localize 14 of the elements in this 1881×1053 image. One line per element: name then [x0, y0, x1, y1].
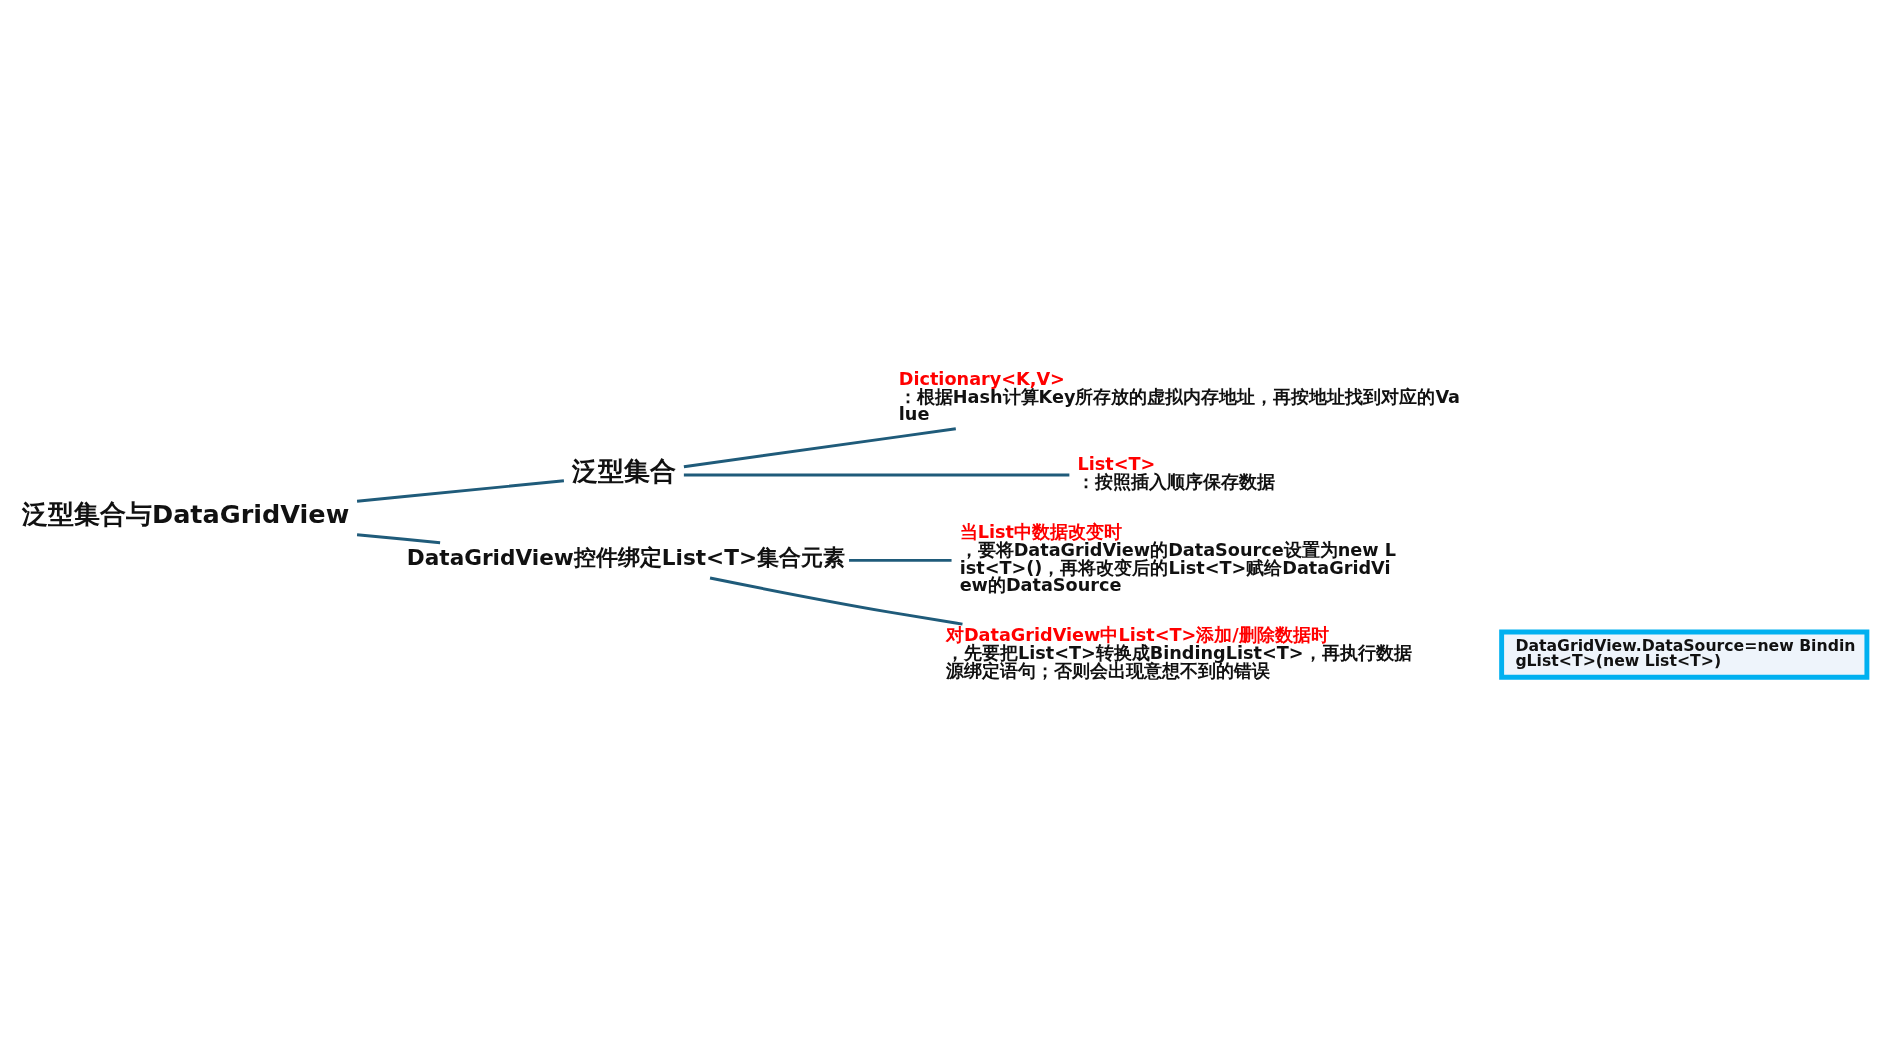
connector — [709, 576, 963, 626]
connector — [356, 479, 565, 503]
node-text: List<T> ：按照插入顺序保存数据 — [1077, 454, 1276, 493]
node-text: 对DataGridView中List<T>添加/删除数据时 ，先要把List<T>转换成BindingList<T>，再执行数据源绑定语句；否则会出现意想不到的错误 — [945, 625, 1412, 681]
node-text: DataGridView控件绑定List<T>集合元素 — [406, 544, 846, 570]
node-text: 当List中数据改变时 ，要将DataGridView的DataSource设置为new List<T>()，再将改变后的List<T>赋给DataGridView的DataSource — [959, 522, 1396, 596]
node-text: 泛型集合与DataGridView — [21, 499, 350, 530]
node-text: Dictionary<K,V> ：根据Hash计算Key所存放的虚拟内存地址，再按地址找到对应的Value — [898, 369, 1461, 425]
connector — [683, 473, 1070, 477]
connector — [683, 427, 956, 469]
node-text: 泛型集合 — [571, 456, 676, 487]
node-box: DataGridView.DataSource=new BindingList<T>(new List<T>) — [1499, 629, 1870, 680]
connector — [849, 558, 952, 562]
connector — [356, 533, 441, 545]
